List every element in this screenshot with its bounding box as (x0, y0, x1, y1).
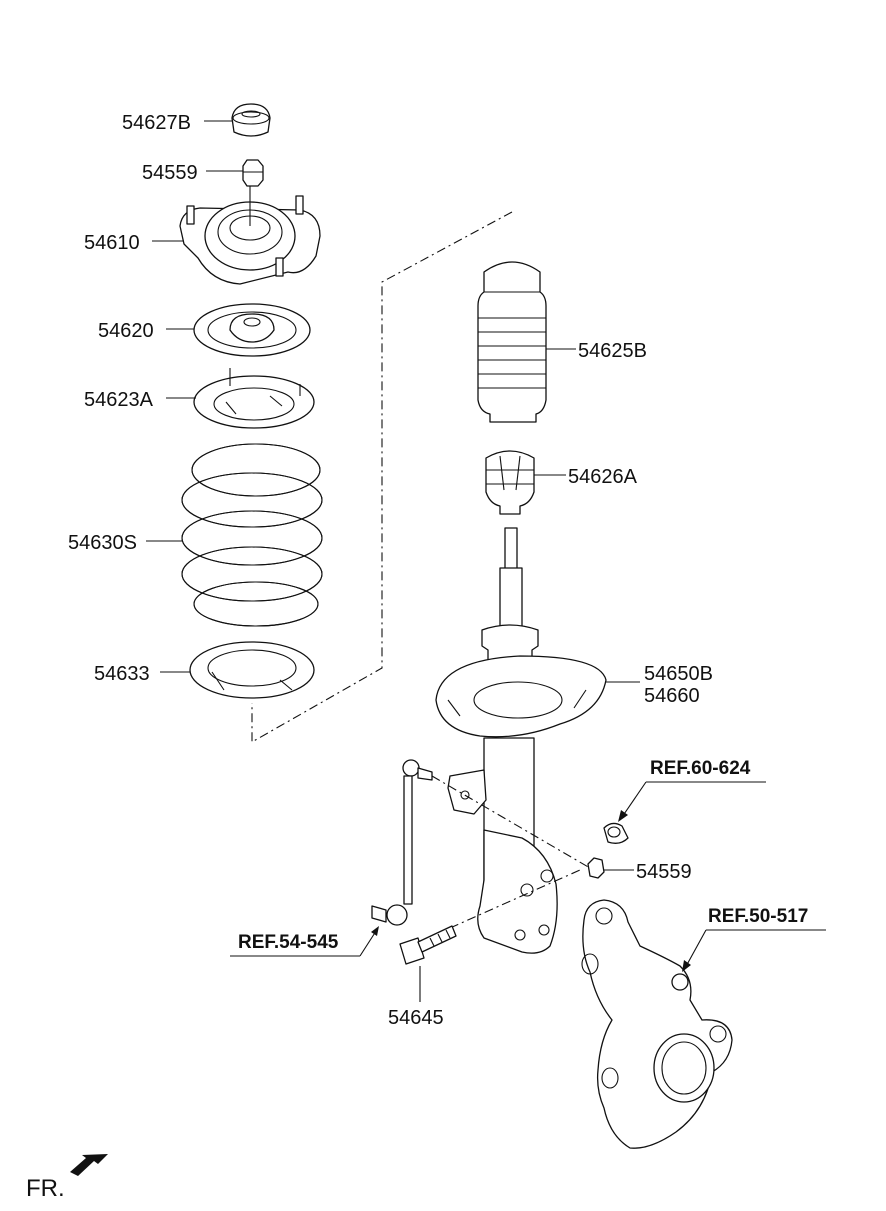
label-top-nut: 54559 (142, 162, 198, 184)
dust-cover-part (477, 261, 547, 423)
bearing-part (193, 303, 311, 357)
arrow-stabilizer-link-ref (371, 926, 379, 936)
link-bolt-axis (431, 775, 591, 869)
label-stabilizer-link-ref: REF.54-545 (238, 932, 339, 953)
strut-bolt-part (399, 925, 457, 965)
label-mount-insulator: 54610 (84, 232, 140, 254)
label-strut-bolt: 54645 (388, 1007, 444, 1029)
steering-knuckle-part (581, 899, 733, 1149)
assembly-centerline (251, 211, 513, 743)
upper-spring-pad-part (193, 368, 315, 429)
label-lower-spring-pad: 54633 (94, 663, 150, 685)
front-arrow-icon (70, 1154, 108, 1176)
knuckle-nut-part (587, 857, 605, 879)
arrow-knuckle-ref (682, 960, 691, 972)
strut-bolt-axis (449, 869, 581, 929)
coil-spring-part (181, 443, 323, 627)
label-top-bushing: 54627B (122, 112, 191, 134)
arrow-bushing-ref (618, 810, 628, 822)
label-coil-spring: 54630S (68, 532, 137, 554)
label-bearing: 54620 (98, 320, 154, 342)
label-upper-spring-pad: 54623A (84, 389, 154, 411)
label-bushing-ref: REF.60-624 (650, 758, 751, 779)
bushing-ref-part (603, 822, 629, 844)
top-bushing-part (231, 103, 271, 137)
label-knuckle-nut: 54559 (636, 861, 692, 883)
mount-insulator-part (179, 186, 321, 285)
lower-spring-pad-part (189, 641, 315, 699)
label-strut-assembly-b: 54660 (644, 685, 700, 707)
bumper-stopper-part (485, 450, 535, 515)
label-knuckle-ref: REF.50-517 (708, 906, 808, 927)
label-strut-assembly-a: 54650B (644, 663, 713, 685)
front-indicator-label: FR. (26, 1175, 65, 1202)
strut-assembly-part (435, 527, 607, 954)
label-bumper-stopper: 54626A (568, 466, 638, 488)
stabilizer-link-part (371, 759, 433, 926)
top-nut-part (242, 159, 264, 187)
label-dust-cover: 54625B (578, 340, 647, 362)
